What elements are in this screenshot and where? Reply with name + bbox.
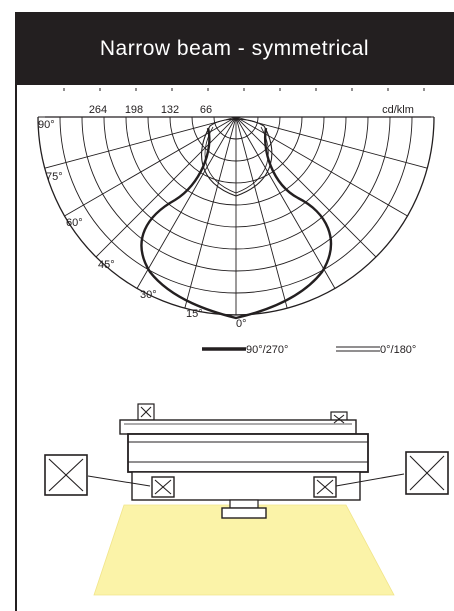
polar-grid-spoke: [95, 116, 237, 258]
angle-label-0: 0°: [236, 318, 247, 330]
callout-line-right: [335, 473, 405, 487]
angle-label-15: 15°: [186, 308, 203, 320]
luminaire-drawing: [44, 403, 449, 519]
radial-tick-label: 66: [200, 104, 212, 116]
angle-label-90: 90°: [38, 119, 55, 131]
angle-label-60: 60°: [66, 217, 83, 229]
hatch-patterns: [48, 406, 445, 495]
hatch-line: [48, 458, 84, 492]
hatch-line: [140, 406, 152, 418]
radial-tick-label: 198: [125, 104, 143, 116]
curve-90-270: [140, 127, 333, 320]
polar-grid-spoke: [64, 116, 237, 217]
polar-grid-spoke: [235, 116, 336, 289]
polar-grid-spoke: [184, 116, 237, 309]
curve-0-180-inner: [204, 126, 269, 194]
polar-grid-spoke: [136, 116, 237, 289]
polar-grid: [37, 116, 435, 316]
diagram-title: Narrow beam - symmetrical: [15, 12, 454, 85]
center-fitting-base: [221, 507, 267, 519]
polar-grid-spoke: [235, 116, 288, 309]
callout-line-left: [87, 475, 151, 487]
luminaire-housing: [127, 433, 369, 473]
polar-grid-spoke: [235, 116, 428, 169]
polar-grid-spoke: [44, 116, 237, 169]
curve-0-180: [200, 118, 273, 197]
hatch-line: [154, 479, 172, 495]
radial-tick-label: 264: [89, 104, 107, 116]
angle-label-75: 75°: [46, 171, 63, 183]
luminaire-top-plate: [119, 419, 357, 435]
angle-label-45: 45°: [98, 259, 115, 271]
top-tick-marks: [63, 88, 425, 91]
light-cone: [93, 504, 395, 596]
polar-grid-spoke: [235, 116, 377, 258]
hatch-line: [333, 414, 345, 424]
left-border-rule: [15, 85, 17, 611]
legend-label-90-270: 90°/270°: [246, 344, 288, 356]
radial-tick-label: 132: [161, 104, 179, 116]
center-fitting-top: [229, 499, 259, 509]
hatch-line: [316, 479, 334, 495]
hatch-line: [409, 455, 445, 491]
angle-label-30: 30°: [140, 289, 157, 301]
unit-label: cd/klm: [382, 104, 414, 116]
legend-label-0-180: 0°/180°: [380, 344, 416, 356]
